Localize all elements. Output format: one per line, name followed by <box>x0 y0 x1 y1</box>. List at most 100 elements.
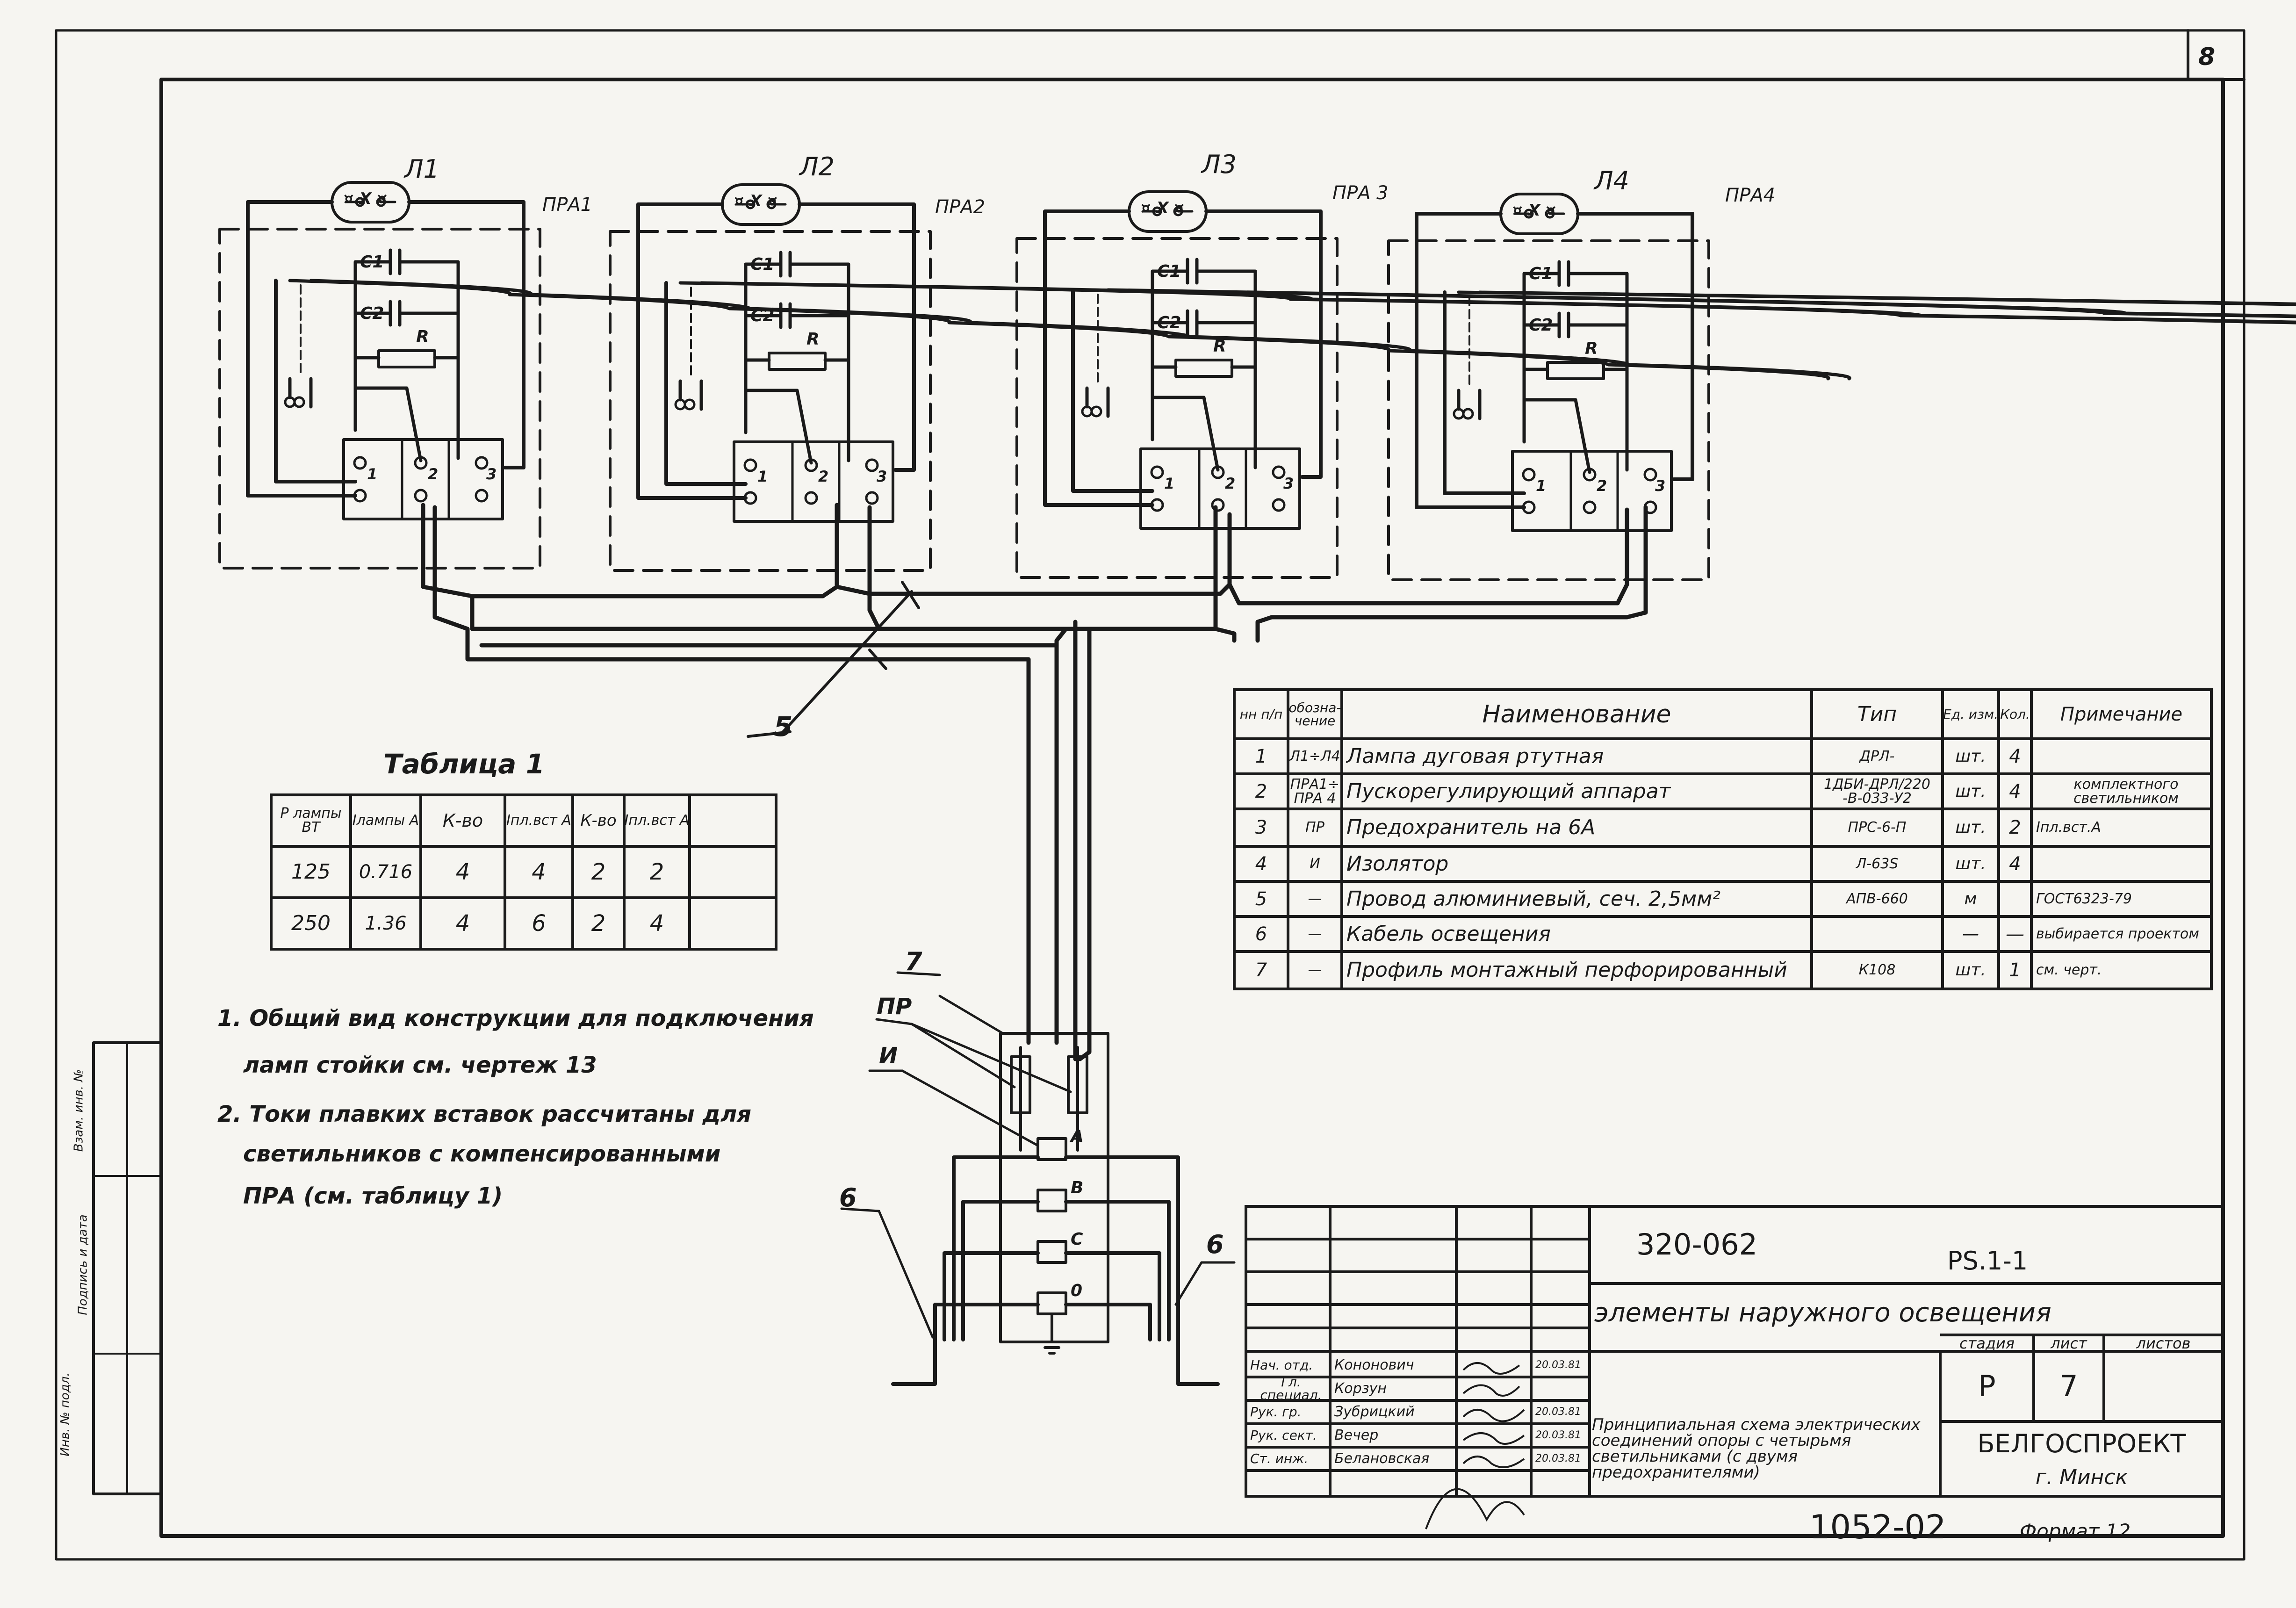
capacitor-c2-label-3: C2 <box>1157 313 1181 332</box>
wire-5-marker <box>747 581 920 738</box>
terminal-2-label-2: 2 <box>818 468 829 485</box>
signature-role: Ст. инж. <box>1250 1451 1309 1466</box>
spec-cell: ДРЛ- <box>1859 748 1895 764</box>
spec-cell: 4 <box>2009 780 2021 802</box>
table1-cell: 125 <box>291 860 331 884</box>
signature-role: Рук. сект. <box>1250 1428 1317 1443</box>
spec-cell: Провод алюминиевый, сеч. 2,5мм² <box>1346 887 1721 911</box>
note-line-1: 1. Общий вид конструкции для подключения <box>217 1005 814 1031</box>
spec-cell: выбирается проектом <box>2036 925 2199 942</box>
callout-insulator: И <box>879 1043 898 1069</box>
spec-cell: 2 <box>2009 817 2021 838</box>
capacitor-c2-label-2: C2 <box>750 306 775 325</box>
sheet-number-box <box>2187 29 2246 81</box>
signature-role: Рук. гр. <box>1250 1404 1302 1420</box>
lamp-label-3: Л3 <box>1202 150 1237 179</box>
title-block-grid <box>1245 1205 2224 1498</box>
capacitor-c2-label-4: C2 <box>1529 316 1553 335</box>
spec-cell: Изолятор <box>1346 851 1449 876</box>
spec-cell: Лампа дуговая ртутная <box>1346 744 1604 768</box>
spec-cell: К108 <box>1858 962 1896 978</box>
note-line-2: ламп стойки см. чертеж 13 <box>243 1052 597 1078</box>
spec-cell: Кабель освещения <box>1346 922 1551 946</box>
signature-date: 20.03.81 <box>1535 1359 1581 1371</box>
table1-cell: 0.716 <box>359 861 413 883</box>
city: г. Минск <box>2035 1465 2128 1489</box>
spec-cell <box>2031 846 2216 881</box>
callout-cable-right: 6 <box>1206 1230 1224 1259</box>
lamp-modules <box>218 181 2296 581</box>
spec-cell: ПРС-6-П <box>1848 819 1907 836</box>
phase-label-c: C <box>1071 1230 1083 1249</box>
resistor-label-1: R <box>416 327 429 346</box>
spec-cell: ПР <box>1305 819 1324 836</box>
spec-cell: ПРА1÷ ПРА 4 <box>1290 776 1340 807</box>
terminal-block-3 <box>1139 447 1301 530</box>
spec-cell: шт. <box>1955 854 1986 873</box>
table1-header-p: Р лампы ВТ <box>280 805 342 836</box>
resistor-4 <box>1546 361 1605 380</box>
signatures <box>1425 1362 1525 1529</box>
resistor-2 <box>768 352 827 371</box>
wire-5-label: 5 <box>774 711 793 743</box>
side-stamp-2: Подпись и дата <box>76 1214 90 1315</box>
stage-header: стадия <box>1959 1335 2015 1351</box>
spec-cell: 5 <box>1255 888 1267 910</box>
phase-label-0: 0 <box>1071 1281 1083 1300</box>
capacitor-c1-label-3: C1 <box>1157 262 1181 281</box>
spec-header-type: Тип <box>1857 702 1897 726</box>
spec-cell: И <box>1310 855 1320 872</box>
capacitor-c1-label-2: C1 <box>750 255 775 274</box>
table1-cell: 250 <box>291 911 331 935</box>
ballast-enclosure-4 <box>1387 239 1710 581</box>
spec-cell: ГОСТ6323-79 <box>2036 890 2132 907</box>
spec-header-qty: Кол. <box>2000 706 2030 722</box>
spec-cell: шт. <box>1955 781 1986 801</box>
spec-cell <box>1812 916 1943 952</box>
spec-cell: шт. <box>1955 960 1986 980</box>
lamp-symbol-4: ¤ X ¤ <box>1512 201 1556 220</box>
sheet-header: лист <box>2051 1335 2087 1351</box>
project-code: 320-062 <box>1636 1227 1758 1262</box>
note-line-4: светильников с компенсированными <box>243 1141 721 1167</box>
table1-cell: 4 <box>455 859 470 885</box>
spec-header-note: Примечание <box>2060 703 2183 725</box>
capacitor-c1-label-4: C1 <box>1529 264 1553 283</box>
ballast-enclosure-3 <box>1015 237 1339 579</box>
terminal-2-label-4: 2 <box>1597 477 1607 495</box>
drawing-description: Принципиальная схема электрических соеди… <box>1592 1415 1921 1482</box>
resistor-label-3: R <box>1213 337 1226 356</box>
terminal-1-label-2: 1 <box>757 468 768 485</box>
table1-cell: 4 <box>455 910 470 937</box>
terminal-3-label-1: 3 <box>486 465 497 483</box>
lamp-symbol-2: ¤ X ¤ <box>734 192 778 210</box>
callout-7: 7 <box>905 947 922 976</box>
spec-cell: Л1÷Л4 <box>1289 748 1340 764</box>
resistor-label-4: R <box>1585 339 1598 358</box>
ballast-enclosure-2 <box>609 230 932 572</box>
spec-cell: — <box>2006 923 2024 945</box>
signature-role: Гл. специал. <box>1260 1377 1322 1400</box>
inner-frame <box>159 78 2225 1538</box>
signature-date: 20.03.81 <box>1535 1406 1581 1418</box>
spec-cell: 1ДБИ-ДРЛ/220 -В-033-У2 <box>1824 776 1930 807</box>
spec-cell: 4 <box>2009 853 2021 875</box>
ballast-label-4: ПРА4 <box>1725 185 1776 206</box>
bus-wiring <box>421 503 1648 1061</box>
capacitor-c1-label-1: C1 <box>360 252 384 272</box>
ballast-label-3: ПРА 3 <box>1332 182 1389 204</box>
lamp-symbol-1: ¤ X ¤ <box>344 189 388 208</box>
spec-cell: комплектного светильником <box>2073 776 2179 807</box>
sheet-title: элементы наружного освещения <box>1594 1298 2051 1328</box>
side-stamp-1: Инв. № подл. <box>58 1372 72 1457</box>
spec-cell: 1 <box>1255 745 1267 767</box>
spec-header-designation: обозна- чение <box>1288 699 1341 728</box>
pole-profile <box>999 1032 1109 1343</box>
table1-cell: 6 <box>532 910 546 937</box>
spec-cell <box>2031 739 2216 774</box>
spec-table-grid <box>1233 688 2213 990</box>
terminal-block-4 <box>1511 450 1673 532</box>
spec-cell: 6 <box>1255 923 1267 945</box>
spec-cell: — <box>1962 924 1979 944</box>
spec-cell: 4 <box>1255 853 1267 875</box>
